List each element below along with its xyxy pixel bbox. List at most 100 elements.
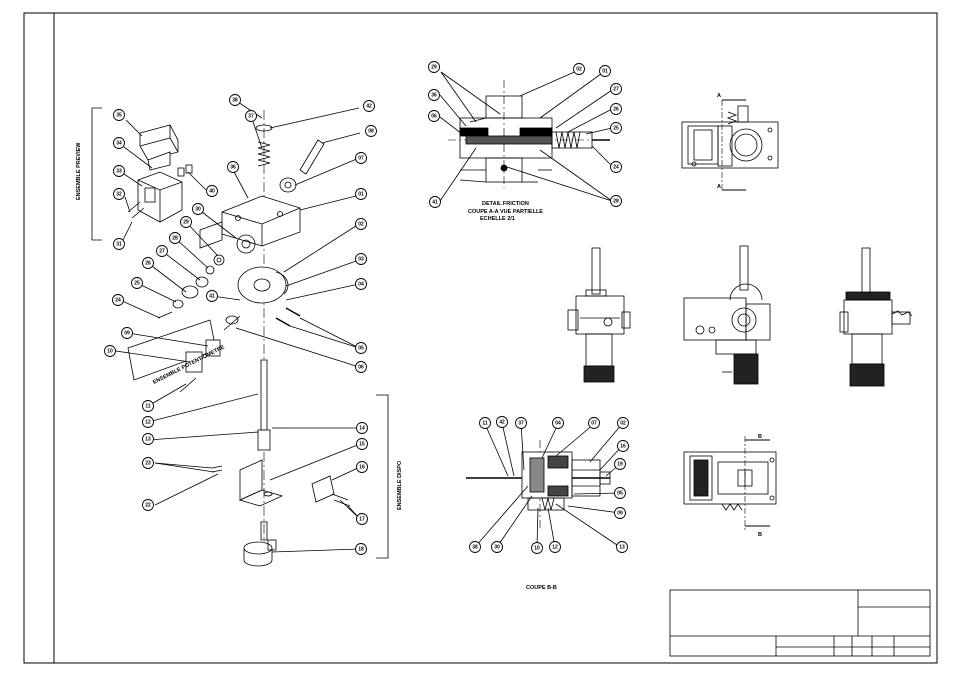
balloon-b41: 41 [206, 290, 218, 302]
balloon-circle [355, 278, 367, 290]
sheet-border [23, 12, 938, 664]
balloon-number: 22 [145, 502, 151, 508]
balloon-circle [113, 188, 125, 200]
balloon-circle [206, 185, 218, 197]
balloon-circle [515, 417, 527, 429]
balloon-s16: 16 [617, 440, 629, 452]
section-bb-view [466, 422, 623, 548]
balloon-s04: 04 [552, 417, 564, 429]
balloon-s19: 19 [614, 458, 626, 470]
balloon-number: 40 [209, 188, 215, 194]
balloon-circle [206, 290, 218, 302]
balloon-b40: 40 [206, 185, 218, 197]
balloon-number: 02 [576, 66, 582, 72]
balloon-d01: 01 [599, 65, 611, 77]
balloon-s05: 05 [614, 487, 626, 499]
balloon-d25: 25 [610, 122, 622, 134]
balloon-number: 05 [617, 490, 623, 496]
balloon-d27: 27 [610, 83, 622, 95]
balloon-b09: 09 [121, 327, 133, 339]
detail-scale: ECHELLE 2/1 [480, 216, 515, 222]
balloon-b06: 06 [355, 361, 367, 373]
balloon-number: 14 [359, 425, 365, 431]
balloon-circle [496, 416, 508, 428]
balloon-number: 15 [359, 441, 365, 447]
balloon-number: 35 [116, 112, 122, 118]
balloon-circle [614, 458, 626, 470]
balloon-number: 13 [619, 544, 625, 550]
balloon-circle [363, 100, 375, 112]
balloon-number: 30 [494, 544, 500, 550]
balloon-b35: 35 [113, 109, 125, 121]
balloon-d29: 29 [428, 61, 440, 73]
balloon-number: 24 [115, 297, 121, 303]
balloon-s02: 02 [617, 417, 629, 429]
balloon-d24: 24 [610, 161, 622, 173]
balloon-circle [616, 541, 628, 553]
balloon-circle [610, 195, 622, 207]
balloon-number: 01 [602, 68, 608, 74]
balloon-circle [479, 417, 491, 429]
balloon-b04: 04 [355, 278, 367, 290]
balloon-number: 13 [145, 436, 151, 442]
balloon-circle [365, 125, 377, 137]
balloon-number: 38 [472, 544, 478, 550]
detail-title: DETAIL FRICTION [482, 201, 529, 207]
balloon-number: 04 [358, 281, 364, 287]
balloon-b32: 32 [113, 188, 125, 200]
balloon-circle [610, 161, 622, 173]
balloon-number: 25 [613, 125, 619, 131]
balloon-b05: 05 [355, 342, 367, 354]
right-side-view [839, 247, 913, 387]
balloon-b03: 03 [355, 253, 367, 265]
balloon-s30: 30 [491, 541, 503, 553]
balloon-b16: 16 [356, 461, 368, 473]
balloon-number: 33 [116, 168, 122, 174]
balloon-circle [356, 461, 368, 473]
balloon-circle [113, 109, 125, 121]
balloon-number: 04 [555, 420, 561, 426]
balloon-number: 16 [620, 443, 626, 449]
balloon-number: 23 [145, 460, 151, 466]
balloon-b42: 42 [363, 100, 375, 112]
balloon-circle [192, 203, 204, 215]
balloon-circle [229, 94, 241, 106]
balloon-b28: 28 [169, 232, 181, 244]
balloon-circle [156, 245, 168, 257]
balloon-circle [549, 541, 561, 553]
balloon-number: 25 [134, 280, 140, 286]
balloon-circle [355, 543, 367, 555]
balloon-d26: 26 [610, 103, 622, 115]
balloon-circle [142, 499, 154, 511]
balloon-number: 26 [145, 260, 151, 266]
exploded-view [91, 99, 389, 567]
balloon-number: 41 [432, 199, 438, 205]
balloon-number: 16 [359, 464, 365, 470]
balloon-number: 11 [482, 420, 488, 426]
balloon-number: 06 [358, 364, 364, 370]
balloon-circle [169, 232, 181, 244]
balloon-number: 32 [116, 191, 122, 197]
balloon-b10: 10 [104, 345, 116, 357]
balloon-circle [142, 400, 154, 412]
balloon-circle [552, 417, 564, 429]
balloon-circle [355, 253, 367, 265]
balloon-circle [104, 345, 116, 357]
balloon-b30: 30 [192, 203, 204, 215]
title-block [669, 589, 931, 657]
balloon-circle [113, 137, 125, 149]
balloon-circle [599, 65, 611, 77]
balloon-number: 12 [552, 544, 558, 550]
balloon-d41: 41 [429, 196, 441, 208]
group-label-preview: ENSEMBLE PREVIEW [76, 142, 82, 200]
group-label-potentiometre: ENSEMBLE POTENTIOMETRE [152, 344, 226, 386]
balloon-number: 11 [145, 403, 151, 409]
balloon-b34: 34 [113, 137, 125, 149]
balloon-number: 30 [195, 206, 201, 212]
balloon-number: 02 [620, 420, 626, 426]
balloon-circle [429, 196, 441, 208]
balloon-b18: 18 [355, 543, 367, 555]
balloon-b33: 33 [113, 165, 125, 177]
balloon-b07: 07 [355, 152, 367, 164]
